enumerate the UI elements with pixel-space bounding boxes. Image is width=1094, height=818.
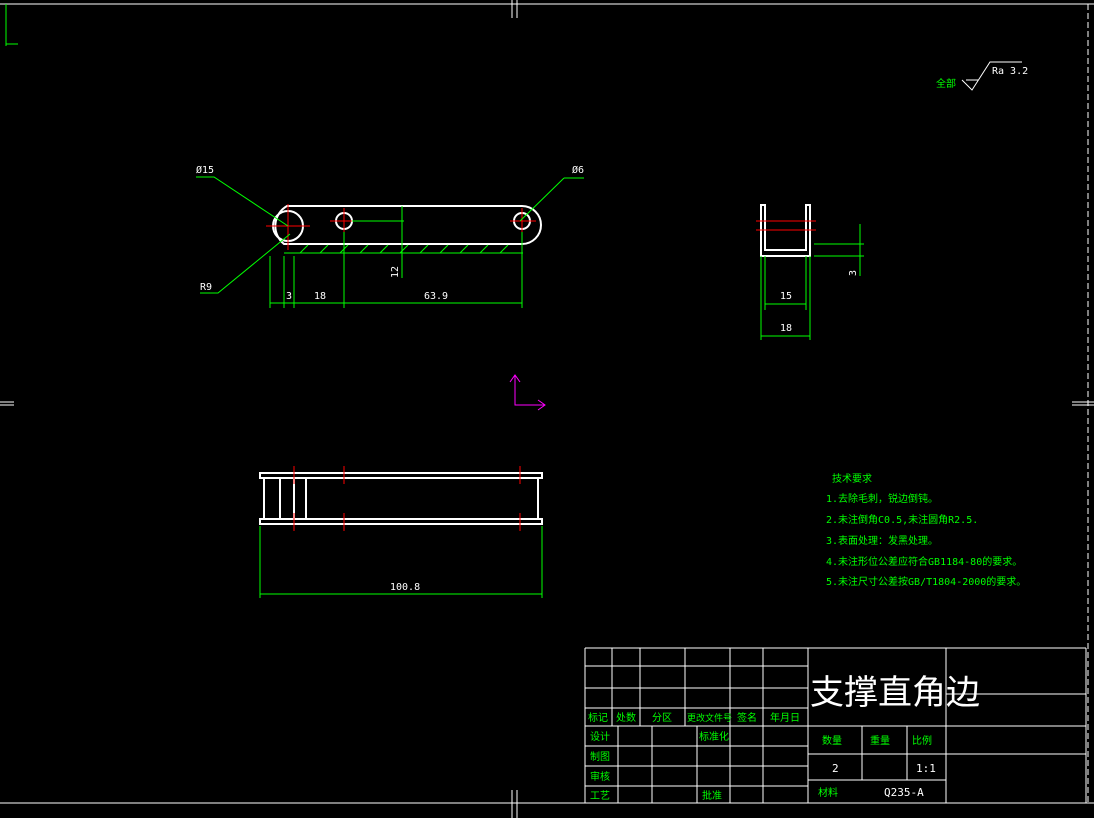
rev-header: 处数: [616, 711, 636, 724]
front-view-dimensions: [196, 176, 584, 308]
note-item: 2.未注倒角C0.5,未注圆角R2.5.: [826, 513, 978, 526]
rev-header: 更改文件号: [687, 712, 732, 724]
front-d2: 18: [314, 291, 326, 302]
technical-notes: 技术要求 1.去除毛刺，锐边倒钝。 2.未注倒角C0.5,未注圆角R2.5. 3…: [826, 472, 1026, 588]
front-d1: 3: [286, 291, 292, 302]
title-block-grid: [584, 647, 1087, 803]
side-inner-width: 15: [780, 291, 792, 302]
qty-label: 数量: [822, 734, 842, 747]
note-item: 3.表面处理：发黑处理。: [826, 534, 938, 547]
qty-value: 2: [832, 762, 839, 775]
top-view: 100.8: [259, 466, 543, 598]
role-label: 设计: [590, 730, 610, 743]
side-thickness: 3: [848, 270, 859, 276]
ucs-icon: [509, 374, 546, 411]
side-view: 3 15 18: [756, 204, 864, 340]
note-item: 1.去除毛刺，锐边倒钝。: [826, 492, 938, 505]
title-block: 支撑直角边 标记 处数 分区 更改文件号 签名 年月日 设计 制图 审核 工艺 …: [584, 647, 1087, 803]
front-view-hatch: [284, 244, 523, 254]
weight-label: 重量: [870, 734, 890, 747]
side-view-outline: [760, 204, 811, 257]
rev-header: 年月日: [770, 711, 800, 724]
rev-header: 标记: [588, 712, 608, 724]
role-label: 制图: [590, 750, 610, 763]
front-view-outline: [272, 205, 542, 245]
top-view-centerlines: [293, 466, 521, 531]
finish-value: Ra 3.2: [992, 66, 1028, 77]
role-label: 审核: [590, 770, 610, 783]
rev-header: 签名: [737, 711, 757, 724]
front-dia-small: Ø6: [572, 164, 584, 176]
rev-header: 分区: [652, 712, 672, 724]
scale-value: 1:1: [916, 762, 936, 775]
top-view-dimensions: [259, 526, 543, 598]
side-view-centerlines: [756, 220, 816, 231]
front-dia-big: Ø15: [196, 164, 214, 176]
side-view-dimensions: [760, 224, 864, 340]
top-length: 100.8: [390, 582, 420, 593]
finish-prefix: 全部: [936, 77, 956, 90]
approve-label: 批准: [702, 789, 722, 802]
side-outer-width: 18: [780, 323, 792, 334]
note-item: 4.未注形位公差应符合GB1184-80的要求。: [826, 555, 1022, 568]
surface-finish: 全部 Ra 3.2: [936, 61, 1028, 91]
front-view: Ø15 Ø6 R9 12 3 18 63.9: [196, 164, 584, 308]
front-view-centerlines: [266, 204, 536, 250]
part-name: 支撑直角边: [810, 673, 980, 713]
top-view-outline: [259, 472, 543, 525]
role-label: 工艺: [590, 790, 610, 802]
standardize-label: 标准化: [699, 730, 729, 743]
front-height: 12: [390, 266, 401, 278]
front-radius: R9: [200, 282, 212, 293]
material-label: 材料: [818, 786, 838, 799]
material-value: Q235-A: [884, 786, 924, 799]
notes-title: 技术要求: [832, 472, 872, 485]
note-item: 5.未注尺寸公差按GB/T1804-2000的要求。: [826, 575, 1026, 588]
scale-label: 比例: [912, 734, 932, 747]
front-d3: 63.9: [424, 291, 448, 302]
